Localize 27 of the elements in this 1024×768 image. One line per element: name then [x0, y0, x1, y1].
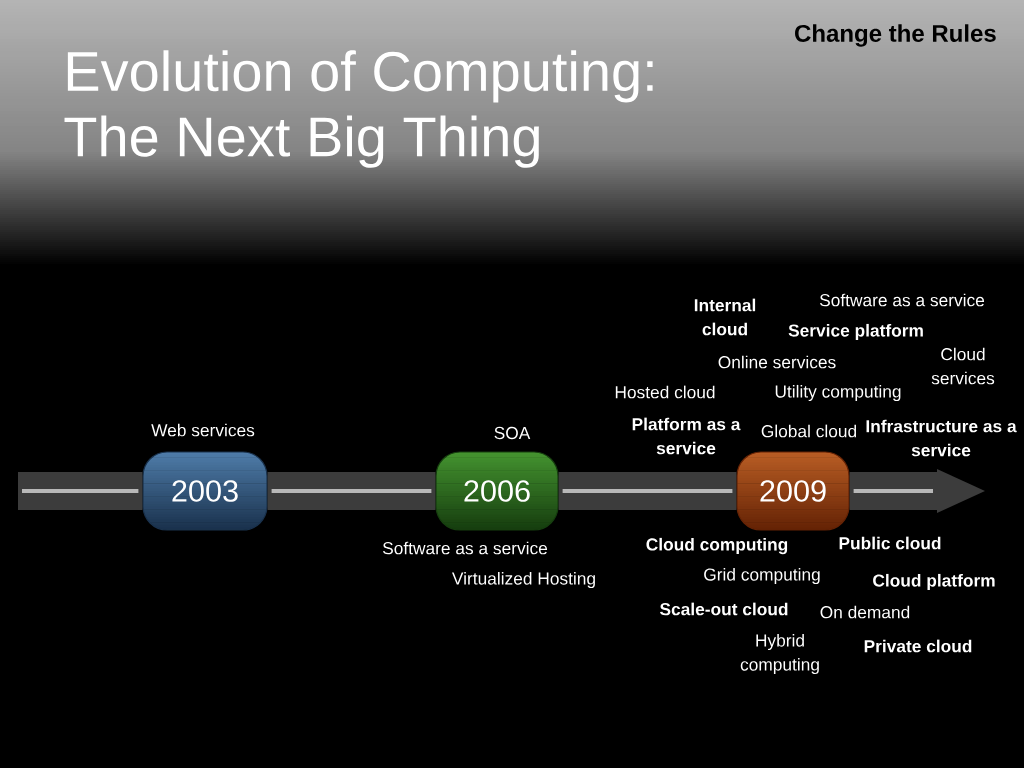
timeline-bar	[18, 472, 143, 510]
term-label: On demand	[820, 605, 910, 619]
term-label: Global cloud	[761, 424, 857, 438]
term-label: Software as a service	[382, 541, 548, 555]
tagline: Change the Rules	[795, 24, 996, 47]
term-label: Infrastructure as a service	[866, 419, 1017, 457]
term-label: Online services	[718, 355, 836, 369]
term-label: Cloud computing	[646, 537, 788, 555]
slide-title: Evolution of Computing: The Next Big Thing	[64, 50, 653, 168]
term-label: Service platform	[788, 323, 923, 341]
term-label: Scale-out cloud	[660, 602, 788, 616]
term-label: Public cloud	[839, 536, 941, 550]
term-label: Software as a service	[819, 293, 985, 307]
term-label: Virtualized Hosting	[452, 571, 595, 589]
term-label: Internal cloud	[694, 298, 756, 336]
term-label: Hosted cloud	[615, 385, 715, 399]
timeline-bar	[558, 472, 737, 510]
term-label: Private cloud	[864, 639, 972, 653]
term-label: Cloud platform	[873, 573, 995, 591]
term-label: Cloud services	[931, 347, 995, 385]
term-label: Hybrid computing	[740, 633, 819, 675]
term-label: SOA	[494, 426, 531, 440]
term-label: Utility computing	[775, 384, 901, 402]
term-label: Grid computing	[704, 567, 820, 585]
timeline-bar	[267, 472, 436, 510]
term-label: Web services	[151, 423, 255, 437]
timeline-arrow	[849, 469, 985, 513]
